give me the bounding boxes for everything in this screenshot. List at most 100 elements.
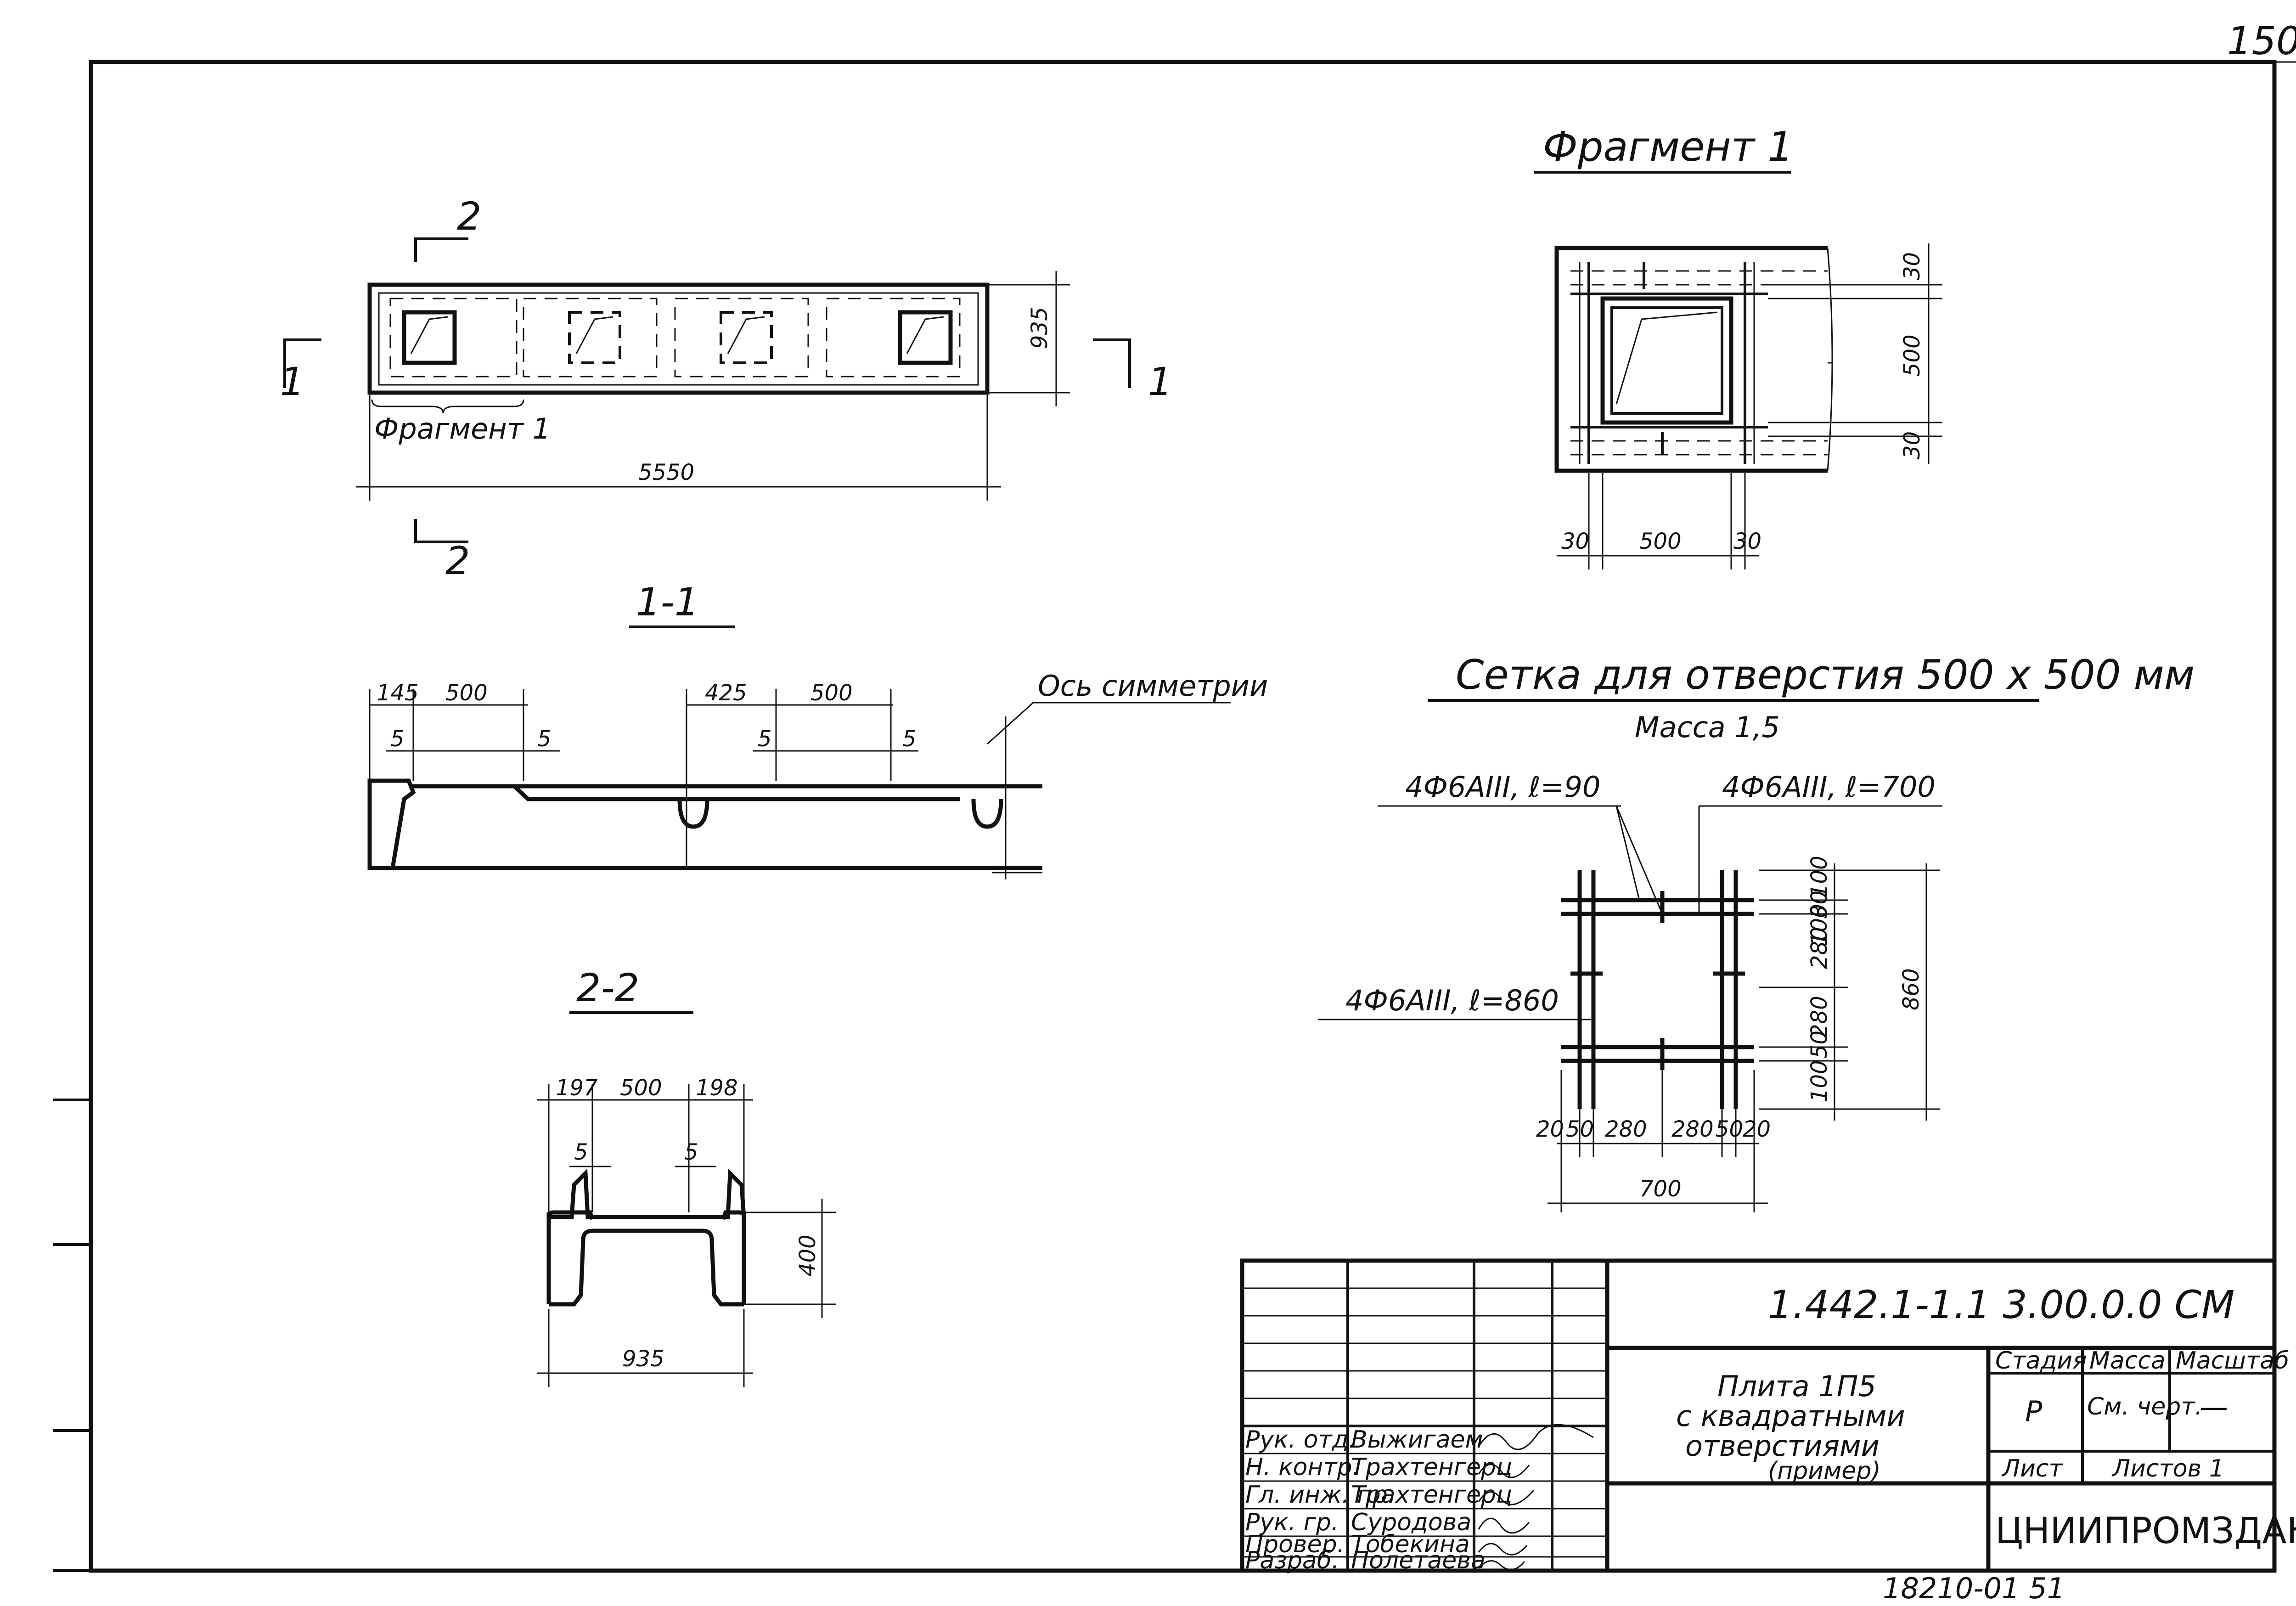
col-scale: Масштаб: [2176, 1347, 2289, 1375]
title-block-role-row: Гл. инж. пр. Трахтенгерц: [1245, 1481, 1512, 1509]
role-name: Суродова: [1351, 1509, 1471, 1536]
section-1-1-dim: 500: [810, 680, 853, 706]
section-2-2-gap: 5: [574, 1139, 588, 1165]
mesh-dim-horizontal: 50: [1566, 1116, 1594, 1142]
mesh-label-1: 4Ф6АIII, ℓ=90: [1405, 770, 1600, 804]
role-name: Трахтенгерц: [1351, 1454, 1512, 1481]
role-label: Разраб.: [1245, 1547, 1339, 1574]
mass-value: См. черт.: [2087, 1393, 2202, 1420]
mesh-dim-horizontal: 280: [1671, 1116, 1714, 1142]
title-block-role-row: Рук. гр. Суродова: [1245, 1509, 1471, 1536]
section-mark-2-bottom: 2: [445, 538, 470, 583]
role-name: Полетаева: [1351, 1547, 1486, 1574]
section-1-1-axis-label: Ось симметрии: [1038, 669, 1268, 703]
section-2-2-height: 400: [795, 1234, 821, 1277]
role-name: Выжигаем: [1351, 1426, 1483, 1454]
fragment-1-title: Фрагмент 1: [1543, 123, 1793, 170]
plan-fragment-label: Фрагмент 1: [374, 412, 551, 445]
role-label: Рук. отд.: [1245, 1426, 1356, 1454]
mesh-label-2: 4Ф6АIII, ℓ=700: [1722, 770, 1936, 804]
organization: ЦНИИПРОМЗДАНИЙ: [1995, 1510, 2296, 1552]
mesh-dim-horizontal: 280: [1605, 1116, 1647, 1142]
mesh-dim-vertical: 280: [1806, 927, 1832, 969]
drawing-name-note: (пример): [1768, 1457, 1881, 1485]
section-1-1-gap: 5: [537, 726, 551, 752]
role-label: Гл. инж. пр.: [1245, 1481, 1396, 1509]
plan-opening: [568, 311, 621, 364]
section-2-2: 2-2 197 500 198 5 5 400 935: [537, 965, 836, 1387]
fragment-1-dim-vertical: 30: [1899, 252, 1925, 280]
section-2-2-width: 935: [622, 1346, 664, 1372]
plan-dim-length: 5550: [638, 460, 694, 485]
section-2-2-gap: 5: [684, 1139, 698, 1165]
signature-mark: [1478, 1424, 1594, 1450]
mesh-detail: Сетка для отверстия 500 х 500 мм Масса 1…: [1318, 651, 2195, 1212]
plan-opening: [898, 310, 953, 365]
section-1-1-gap: 5: [758, 726, 772, 752]
mesh-height: 860: [1898, 968, 1924, 1010]
title-block-role-row: Провер. Тобекина: [1245, 1531, 1470, 1558]
section-mark-2-top: 2: [457, 194, 481, 239]
section-1-1-gap: 5: [390, 726, 405, 752]
section-1-1: 1-1 145 500 425 500 5 5 5 5 Ось симметри…: [367, 580, 1268, 879]
section-1-1-dim: 425: [705, 680, 747, 706]
mesh-dim-vertical: 100: [1806, 904, 1832, 946]
fragment-1-dim-vertical: 500: [1899, 334, 1925, 377]
mesh-dim-vertical: 100: [1806, 856, 1832, 898]
mesh-width: 700: [1639, 1176, 1682, 1202]
plan-view: 2 2 1 1 Фрагмент 1 5550 935: [280, 194, 1172, 583]
signature-mark: [1478, 1489, 1535, 1505]
sheets-label: Листов 1: [2111, 1455, 2224, 1482]
role-label: Рук. гр.: [1245, 1509, 1339, 1536]
mesh-label-3: 4Ф6АIII, ℓ=860: [1345, 984, 1559, 1017]
mesh-dim-horizontal: 20: [1536, 1116, 1564, 1142]
signature-mark: [1478, 1517, 1530, 1534]
fragment-1: Фрагмент 1 30 500 30 30: [1534, 123, 1942, 569]
section-1-1-gap: 5: [902, 726, 917, 752]
section-1-1-title: 1-1: [636, 580, 699, 625]
plan-opening: [402, 310, 457, 365]
col-stage: Стадия: [1995, 1347, 2087, 1375]
section-mark-1-right: 1: [1148, 359, 1172, 404]
bottom-code: 18210-01 51: [1883, 1572, 2065, 1605]
section-2-2-title: 2-2: [576, 965, 639, 1010]
section-1-1-dim: 500: [445, 680, 488, 706]
section-2-2-dim-top: 197: [556, 1075, 598, 1101]
fragment-1-dim-horizontal: 30: [1561, 529, 1589, 554]
drawing-designation: 1.442.1-1.1 3.00.0.0 СМ: [1768, 1282, 2234, 1327]
title-block-role-row: Разраб. Полетаева: [1245, 1547, 1486, 1574]
drawing-name-line: с квадратными: [1676, 1399, 1905, 1433]
mesh-dim-vertical: 30: [1806, 890, 1832, 919]
drawing-name-line: отверстиями: [1685, 1429, 1880, 1463]
mesh-dim-horizontal: 20: [1743, 1116, 1771, 1142]
mesh-dim-horizontal: 50: [1715, 1116, 1743, 1142]
sheet-label: Лист: [2001, 1455, 2063, 1482]
fragment-1-dim-horizontal: 500: [1639, 529, 1682, 554]
section-1-1-dim: 145: [377, 680, 419, 706]
role-label: Н. контр.: [1245, 1454, 1360, 1481]
signature-mark: [1478, 1543, 1528, 1555]
scale-value: —: [2200, 1390, 2228, 1424]
signature-mark: [1478, 1560, 1525, 1571]
section-2-2-dim-top: 198: [696, 1075, 738, 1101]
drawing-name-line: Плита 1П5: [1717, 1369, 1876, 1403]
role-label: Провер.: [1245, 1531, 1345, 1558]
mesh-dim-vertical: 100: [1806, 1060, 1832, 1102]
role-name: Трахтенгерц: [1351, 1481, 1512, 1509]
fragment-1-dim-vertical: 30: [1899, 431, 1925, 459]
fragment-1-dim-horizontal: 30: [1733, 529, 1761, 554]
col-mass: Масса: [2089, 1347, 2166, 1375]
section-mark-1-left: 1: [280, 359, 304, 404]
role-name: Тобекина: [1351, 1531, 1470, 1558]
mesh-dim-vertical: 280: [1806, 996, 1832, 1038]
title-block: Рук. отд. Выжигаем Н. контр. Трахтенгерц…: [1240, 1258, 2296, 1574]
mesh-dim-vertical: 50: [1806, 1031, 1832, 1059]
mesh-title: Сетка для отверстия 500 х 500 мм: [1456, 651, 2195, 699]
title-block-role-row: Рук. отд. Выжигаем: [1245, 1426, 1483, 1454]
plan-opening: [720, 311, 773, 364]
page-number: 150: [2227, 18, 2296, 63]
section-2-2-dim-top: 500: [620, 1075, 662, 1101]
mesh-mass: Масса 1,5: [1635, 710, 1780, 744]
title-block-role-row: Н. контр. Трахтенгерц: [1245, 1454, 1512, 1481]
